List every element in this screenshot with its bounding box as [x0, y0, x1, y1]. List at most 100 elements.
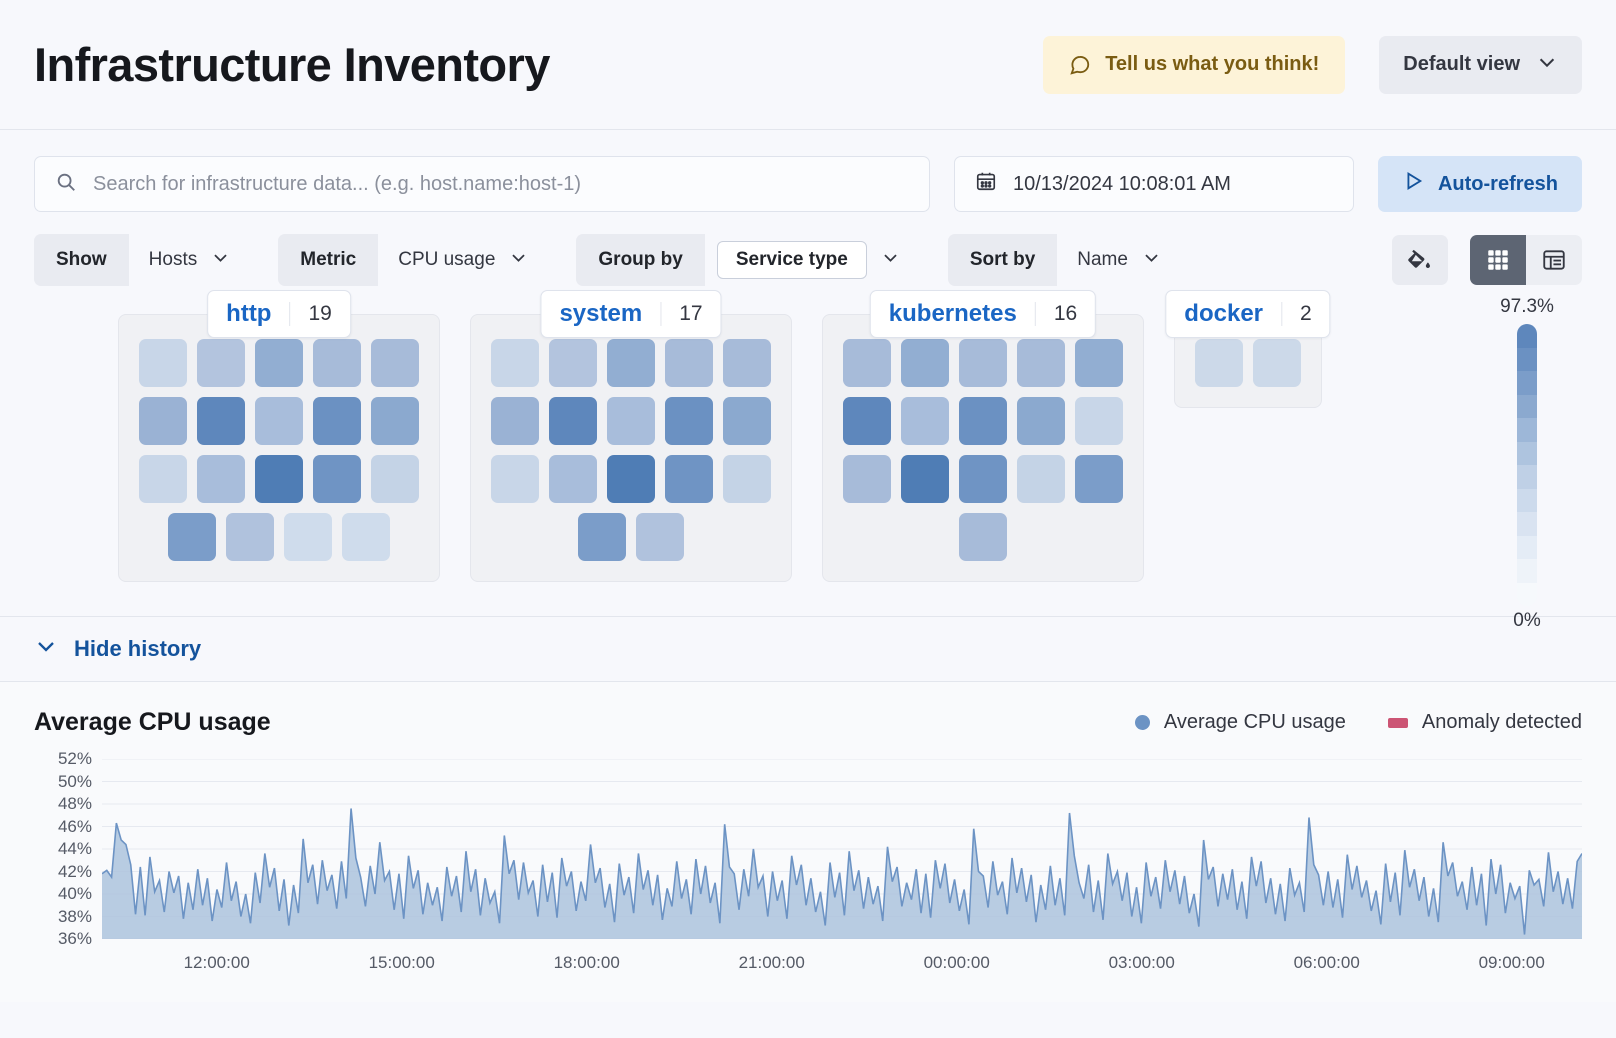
host-tile[interactable] — [549, 397, 597, 445]
host-tile[interactable] — [723, 455, 771, 503]
auto-refresh-button[interactable]: Auto-refresh — [1377, 156, 1582, 212]
filter-show-value-text: Hosts — [148, 249, 198, 270]
host-tile[interactable] — [313, 455, 361, 503]
filter-show-value[interactable]: Hosts — [128, 234, 251, 286]
host-tile[interactable] — [371, 455, 419, 503]
host-tile[interactable] — [1075, 455, 1123, 503]
tile-row — [139, 455, 419, 503]
host-tile[interactable] — [549, 455, 597, 503]
host-tile[interactable] — [1195, 339, 1243, 387]
chevron-down-icon — [211, 248, 230, 273]
legend-step — [1517, 535, 1537, 559]
host-tile[interactable] — [255, 397, 303, 445]
default-view-dropdown[interactable]: Default view — [1379, 35, 1582, 94]
date-picker[interactable]: 10/13/2024 10:08:01 AM — [953, 156, 1354, 212]
host-tile[interactable] — [959, 339, 1007, 387]
group-count: 17 — [660, 302, 720, 326]
host-tile[interactable] — [226, 513, 274, 561]
page-header: Infrastructure Inventory Tell us what yo… — [0, 0, 1616, 130]
host-tile[interactable] — [1017, 455, 1065, 503]
search-input[interactable]: Search for infrastructure data... (e.g. … — [34, 156, 930, 212]
host-tile[interactable] — [197, 339, 245, 387]
host-tile[interactable] — [342, 513, 390, 561]
group-name: http — [226, 300, 272, 327]
feedback-button[interactable]: Tell us what you think! — [1043, 35, 1346, 94]
host-tile[interactable] — [843, 455, 891, 503]
legend-step — [1517, 418, 1537, 442]
legend-step — [1517, 324, 1537, 348]
calendar-icon — [975, 170, 997, 198]
host-tile[interactable] — [665, 397, 713, 445]
legend-item-average-cpu-usage: Average CPU usage — [1134, 711, 1346, 734]
host-tile[interactable] — [1075, 397, 1123, 445]
host-tile[interactable] — [549, 339, 597, 387]
host-tile[interactable] — [843, 397, 891, 445]
filter-sort-by-value[interactable]: Name — [1057, 234, 1181, 286]
host-tile[interactable] — [491, 397, 539, 445]
host-tile[interactable] — [723, 339, 771, 387]
tile-row — [491, 397, 771, 445]
hide-history-button[interactable]: Hide history — [34, 634, 201, 664]
host-tile[interactable] — [607, 455, 655, 503]
grid-view-icon[interactable] — [1470, 235, 1526, 285]
legend-dot-icon — [1134, 715, 1150, 730]
host-tile[interactable] — [959, 455, 1007, 503]
filter-group-by-value[interactable]: Service type — [704, 234, 920, 286]
host-tile[interactable] — [491, 455, 539, 503]
host-tile[interactable] — [1017, 339, 1065, 387]
host-tile[interactable] — [255, 455, 303, 503]
host-tile[interactable] — [1075, 339, 1123, 387]
legend-item-anomaly-detected: Anomaly detected — [1387, 711, 1582, 734]
host-tile[interactable] — [255, 339, 303, 387]
host-tile[interactable] — [371, 339, 419, 387]
page-title: Infrastructure Inventory — [34, 38, 550, 91]
filter-metric-value[interactable]: CPU usage — [378, 234, 549, 286]
table-view-icon[interactable] — [1526, 235, 1582, 285]
host-tile[interactable] — [139, 455, 187, 503]
x-tick-label: 00:00:00 — [923, 953, 990, 972]
host-tile[interactable] — [959, 513, 1007, 561]
host-tile[interactable] — [901, 455, 949, 503]
host-tile[interactable] — [723, 397, 771, 445]
host-tile[interactable] — [197, 455, 245, 503]
header-actions: Tell us what you think! Default view — [1043, 35, 1582, 94]
legend-step — [1517, 347, 1537, 371]
host-tile[interactable] — [284, 513, 332, 561]
host-tile[interactable] — [665, 455, 713, 503]
host-tile[interactable] — [1253, 339, 1301, 387]
chevron-down-icon — [509, 248, 528, 273]
play-icon — [1402, 170, 1424, 198]
host-tile[interactable] — [901, 397, 949, 445]
host-tile[interactable] — [313, 339, 361, 387]
host-tile[interactable] — [491, 339, 539, 387]
chart-title: Average CPU usage — [34, 708, 271, 736]
host-tile[interactable] — [139, 397, 187, 445]
host-tile[interactable] — [665, 339, 713, 387]
chevron-down-icon — [1536, 51, 1558, 79]
host-tile[interactable] — [1017, 397, 1065, 445]
host-tile[interactable] — [578, 513, 626, 561]
legend-min-label: 0% — [1513, 610, 1541, 631]
host-tile[interactable] — [636, 513, 684, 561]
host-tile[interactable] — [901, 339, 949, 387]
host-tile[interactable] — [959, 397, 1007, 445]
filter-metric: Metric CPU usage — [278, 234, 549, 286]
host-tile[interactable] — [843, 339, 891, 387]
host-tile[interactable] — [313, 397, 361, 445]
host-tile[interactable] — [607, 397, 655, 445]
host-tile[interactable] — [168, 513, 216, 561]
legend-step — [1517, 394, 1537, 418]
chart-y-axis: 52%50%48%46%44%42%40%38%36% — [34, 749, 92, 948]
chart-area-fill — [102, 808, 1582, 939]
paint-bucket-icon[interactable] — [1392, 235, 1448, 285]
y-tick-label: 40% — [57, 884, 92, 903]
y-tick-label: 48% — [57, 794, 92, 813]
host-tile[interactable] — [197, 397, 245, 445]
host-tile[interactable] — [607, 339, 655, 387]
host-tile[interactable] — [139, 339, 187, 387]
host-tile[interactable] — [371, 397, 419, 445]
